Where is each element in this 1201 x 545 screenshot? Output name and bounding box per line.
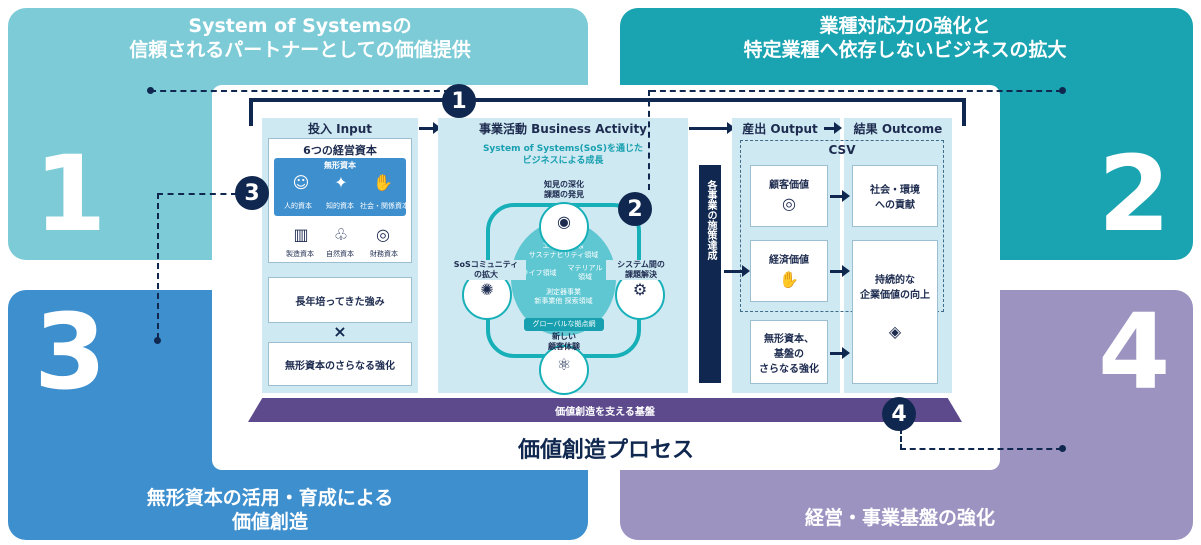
output-customer-value: 顧客価値 (750, 165, 828, 227)
capital-intellectual: 知的資本 (326, 202, 354, 210)
csv-frame (740, 140, 944, 312)
capital-manufacturing: 製造資本 (286, 250, 314, 258)
network-icon: ✺ (480, 280, 494, 299)
diamond-icon: ◈ (888, 322, 902, 341)
outcome-corporate-value: 持続的な 企業価値の向上 (852, 240, 938, 384)
arrow-bar-output (724, 265, 750, 277)
node-community-label: SoSコミュニティ の拡大 (446, 260, 526, 280)
hand-money-icon: ✋ (779, 270, 799, 289)
connector-3-dot (154, 337, 161, 344)
vertical-achievement-bar (699, 165, 721, 383)
capital-title: 6つの経営資本 (303, 144, 377, 157)
input-header: 投入 Input (307, 122, 373, 136)
quadrant-1-title: System of Systemsの 信頼されるパートナーとしての価値提供 (129, 15, 471, 61)
intangible-capital-box (274, 158, 406, 216)
activity-subtitle: System of Systems(SoS)を通じた ビジネスによる成長 (482, 144, 644, 166)
eye-icon: ◉ (557, 212, 571, 231)
node-experience (539, 345, 589, 395)
loop-line-left (249, 98, 253, 126)
capital-financial: 財務資本 (370, 250, 398, 258)
csv-label: CSV (828, 143, 856, 157)
arrow-economic-corporate (830, 265, 850, 277)
quadrant-3-number: 3 (34, 291, 107, 413)
connector-1-dot (147, 87, 154, 94)
output-intangible-reinforce: 無形資本、 基盤の さらなる強化 (750, 320, 828, 384)
output-header: 産出 Output (742, 122, 818, 136)
capital-natural: 自然資本 (326, 250, 354, 258)
connector-2-vertical (648, 90, 650, 190)
marker-1: 1 (442, 84, 476, 118)
connector-3-vertical (157, 193, 159, 339)
loop-line-right (962, 98, 966, 126)
quadrant-2-title: 業種対応力の強化と 特定業種へ依存しないビジネスの拡大 (743, 15, 1067, 61)
capital-social: 社会・関係資本 (360, 202, 409, 210)
output-economic-value: 経済価値 (750, 240, 828, 302)
intellectual-capital-icon: ✦ (334, 173, 348, 192)
connector-3-horizontal (157, 193, 237, 195)
domain-measurement: 測定器事業 新事業他 探索領域 (534, 288, 593, 305)
arrow-activity-output (689, 122, 735, 134)
domain-material: マテリアル 領域 (567, 264, 603, 281)
foundation-label: 価値創造を支える基盤 (555, 407, 655, 418)
node-solution-label: システム間の 課題解決 (606, 260, 676, 280)
marker-4: 4 (882, 397, 916, 431)
social-capital-icon: ✋ (373, 173, 393, 192)
vertical-achievement-label: 各事業の施策達成 (705, 180, 716, 260)
quadrant-1-number: 1 (34, 133, 107, 255)
marker-2: 2 (618, 192, 652, 226)
human-capital-icon: ☺ (292, 173, 310, 192)
connector-2-top (650, 90, 1062, 92)
arrow-intangible-corporate (830, 347, 850, 359)
node-discovery (539, 202, 589, 252)
activity-header: 事業活動 Business Activity (478, 122, 647, 136)
global-network-label: グローバルな拠点網 (524, 318, 604, 331)
strength-box: 長年培ってきた強み (268, 277, 412, 323)
quadrant-2-number: 2 (1098, 133, 1171, 255)
connector-2-dot (1059, 87, 1066, 94)
intangible-capital-label: 無形資本 (324, 161, 356, 170)
node-experience-label: 新しい 顧客体験 (548, 332, 580, 351)
domain-life: ライフ領域 (521, 269, 557, 277)
reinforce-box: 無形資本のさらなる強化 (268, 342, 412, 386)
loop-line-top (249, 98, 966, 102)
atom-icon: ⚛ (556, 355, 572, 374)
quadrant-4-number: 4 (1098, 291, 1171, 413)
connector-4-horizontal (900, 448, 1062, 450)
node-discovery-label: 知見の深化 課題の発見 (544, 180, 584, 199)
cross-symbol: × (333, 322, 347, 341)
process-title: 価値創造プロセス (517, 438, 694, 463)
outcome-social-contribution: 社会・環境 への貢献 (852, 165, 938, 227)
manufacturing-capital-icon: ▥ (293, 225, 309, 244)
arrow-input-activity (419, 122, 441, 134)
capital-human: 人的資本 (284, 202, 312, 210)
connector-1 (150, 90, 450, 92)
financial-capital-icon: ◎ (376, 225, 390, 244)
marker-3: 3 (235, 176, 269, 210)
connector-4-dot (1059, 445, 1066, 452)
connector-4-vertical (900, 428, 902, 450)
quadrant-4-title: 経営・事業基盤の強化 (804, 507, 995, 529)
target-icon: ◎ (782, 194, 796, 213)
arrow-customer-social (830, 190, 850, 202)
outcome-header: 結果 Outcome (853, 122, 943, 136)
foundation-bar (248, 398, 962, 422)
quadrant-3-title: 無形資本の活用・育成による 価値創造 (146, 487, 394, 533)
arrow-output-outcome (824, 122, 842, 134)
gear-icon: ⚙ (632, 280, 648, 299)
natural-capital-icon: ♧ (333, 225, 349, 244)
